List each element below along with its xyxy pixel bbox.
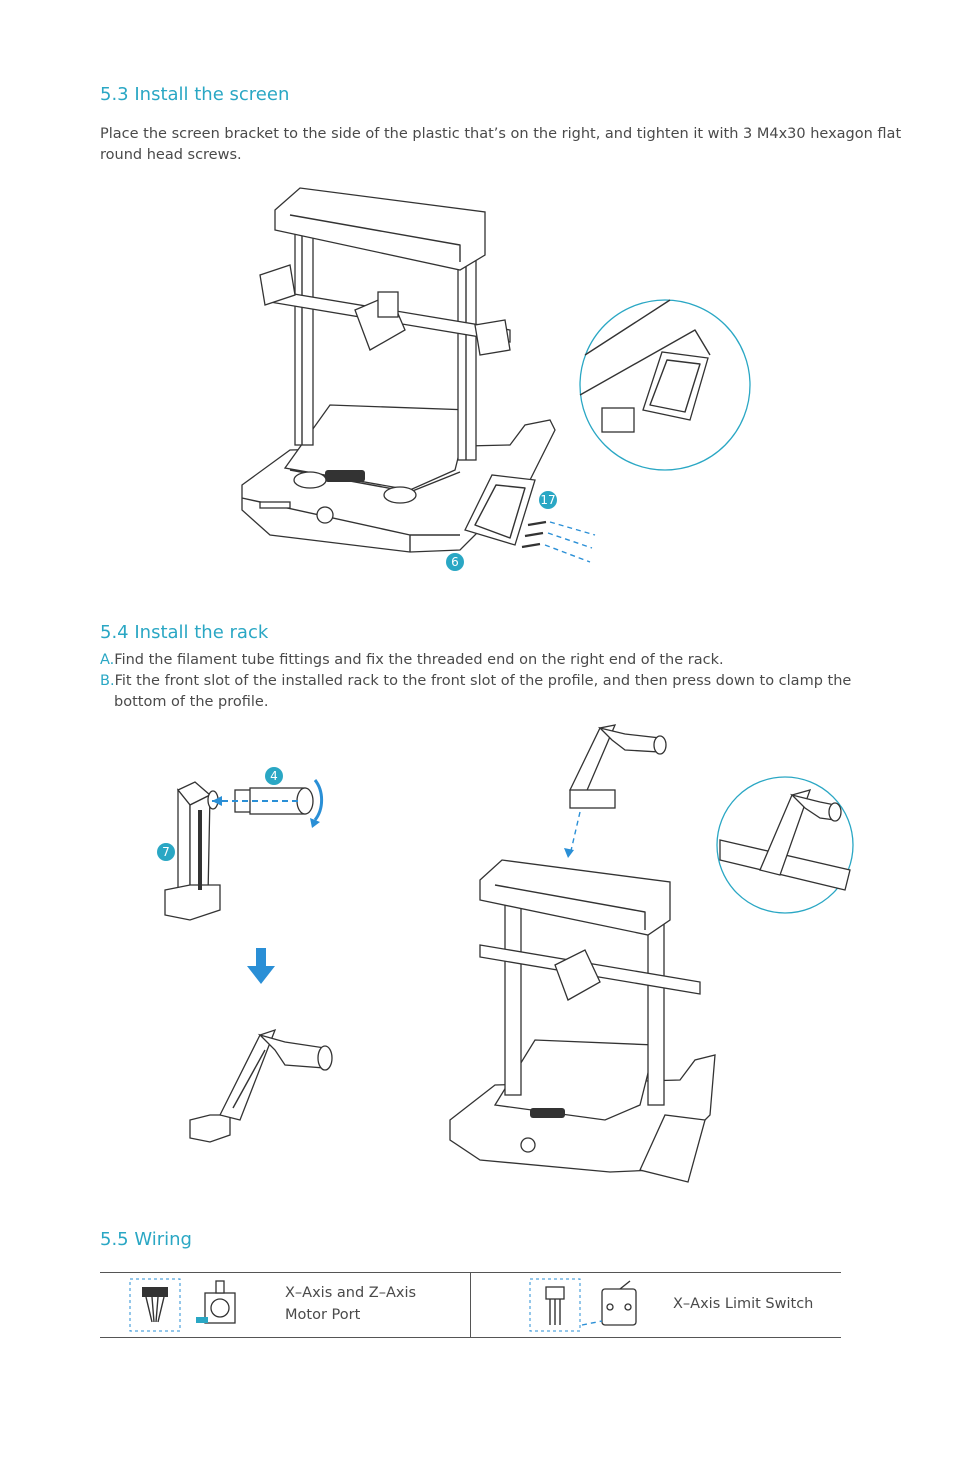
callout-17: 17	[540, 493, 555, 507]
down-arrow-icon	[247, 948, 275, 984]
step-a-text: Find the filament tube fittings and fix …	[114, 652, 724, 668]
limit-switch-icon	[529, 1278, 637, 1332]
section-5-5-title: 5.5 Wiring	[100, 1229, 192, 1250]
callout-7: 7	[162, 845, 170, 859]
callout-4: 4	[270, 769, 278, 783]
limit-switch-label: X–Axis Limit Switch	[673, 1296, 814, 1312]
step-a-label: A.	[100, 652, 115, 668]
rack-assembled-illustration	[189, 1028, 333, 1143]
section-5-4-title: 5.4 Install the rack	[100, 622, 269, 643]
motor-port-label: X–Axis and Z–Axis Motor Port	[285, 1285, 417, 1323]
motor-port-icon	[129, 1278, 236, 1332]
section-5-3-title: 5.3 Install the screen	[100, 84, 290, 105]
wiring-table: X–Axis and Z–Axis Motor Port X–Axis Limi…	[100, 1272, 841, 1338]
step-b-text: Fit the front slot of the installed rack…	[114, 673, 852, 710]
rack-fitting-illustration: 4 7	[157, 767, 324, 921]
step-b-label: B.	[100, 673, 115, 689]
section-5-3-body: Place the screen bracket to the side of …	[100, 126, 902, 163]
callout-6: 6	[451, 555, 459, 569]
table-divider	[470, 1273, 471, 1337]
screws	[521, 520, 596, 563]
printer-rack-illustration	[449, 724, 854, 1183]
step-b: B.Fit the front slot of the installed ra…	[100, 671, 884, 713]
printer-screen-illustration: 17 6	[241, 187, 751, 571]
step-a: A.Find the filament tube fittings and fi…	[100, 650, 880, 671]
